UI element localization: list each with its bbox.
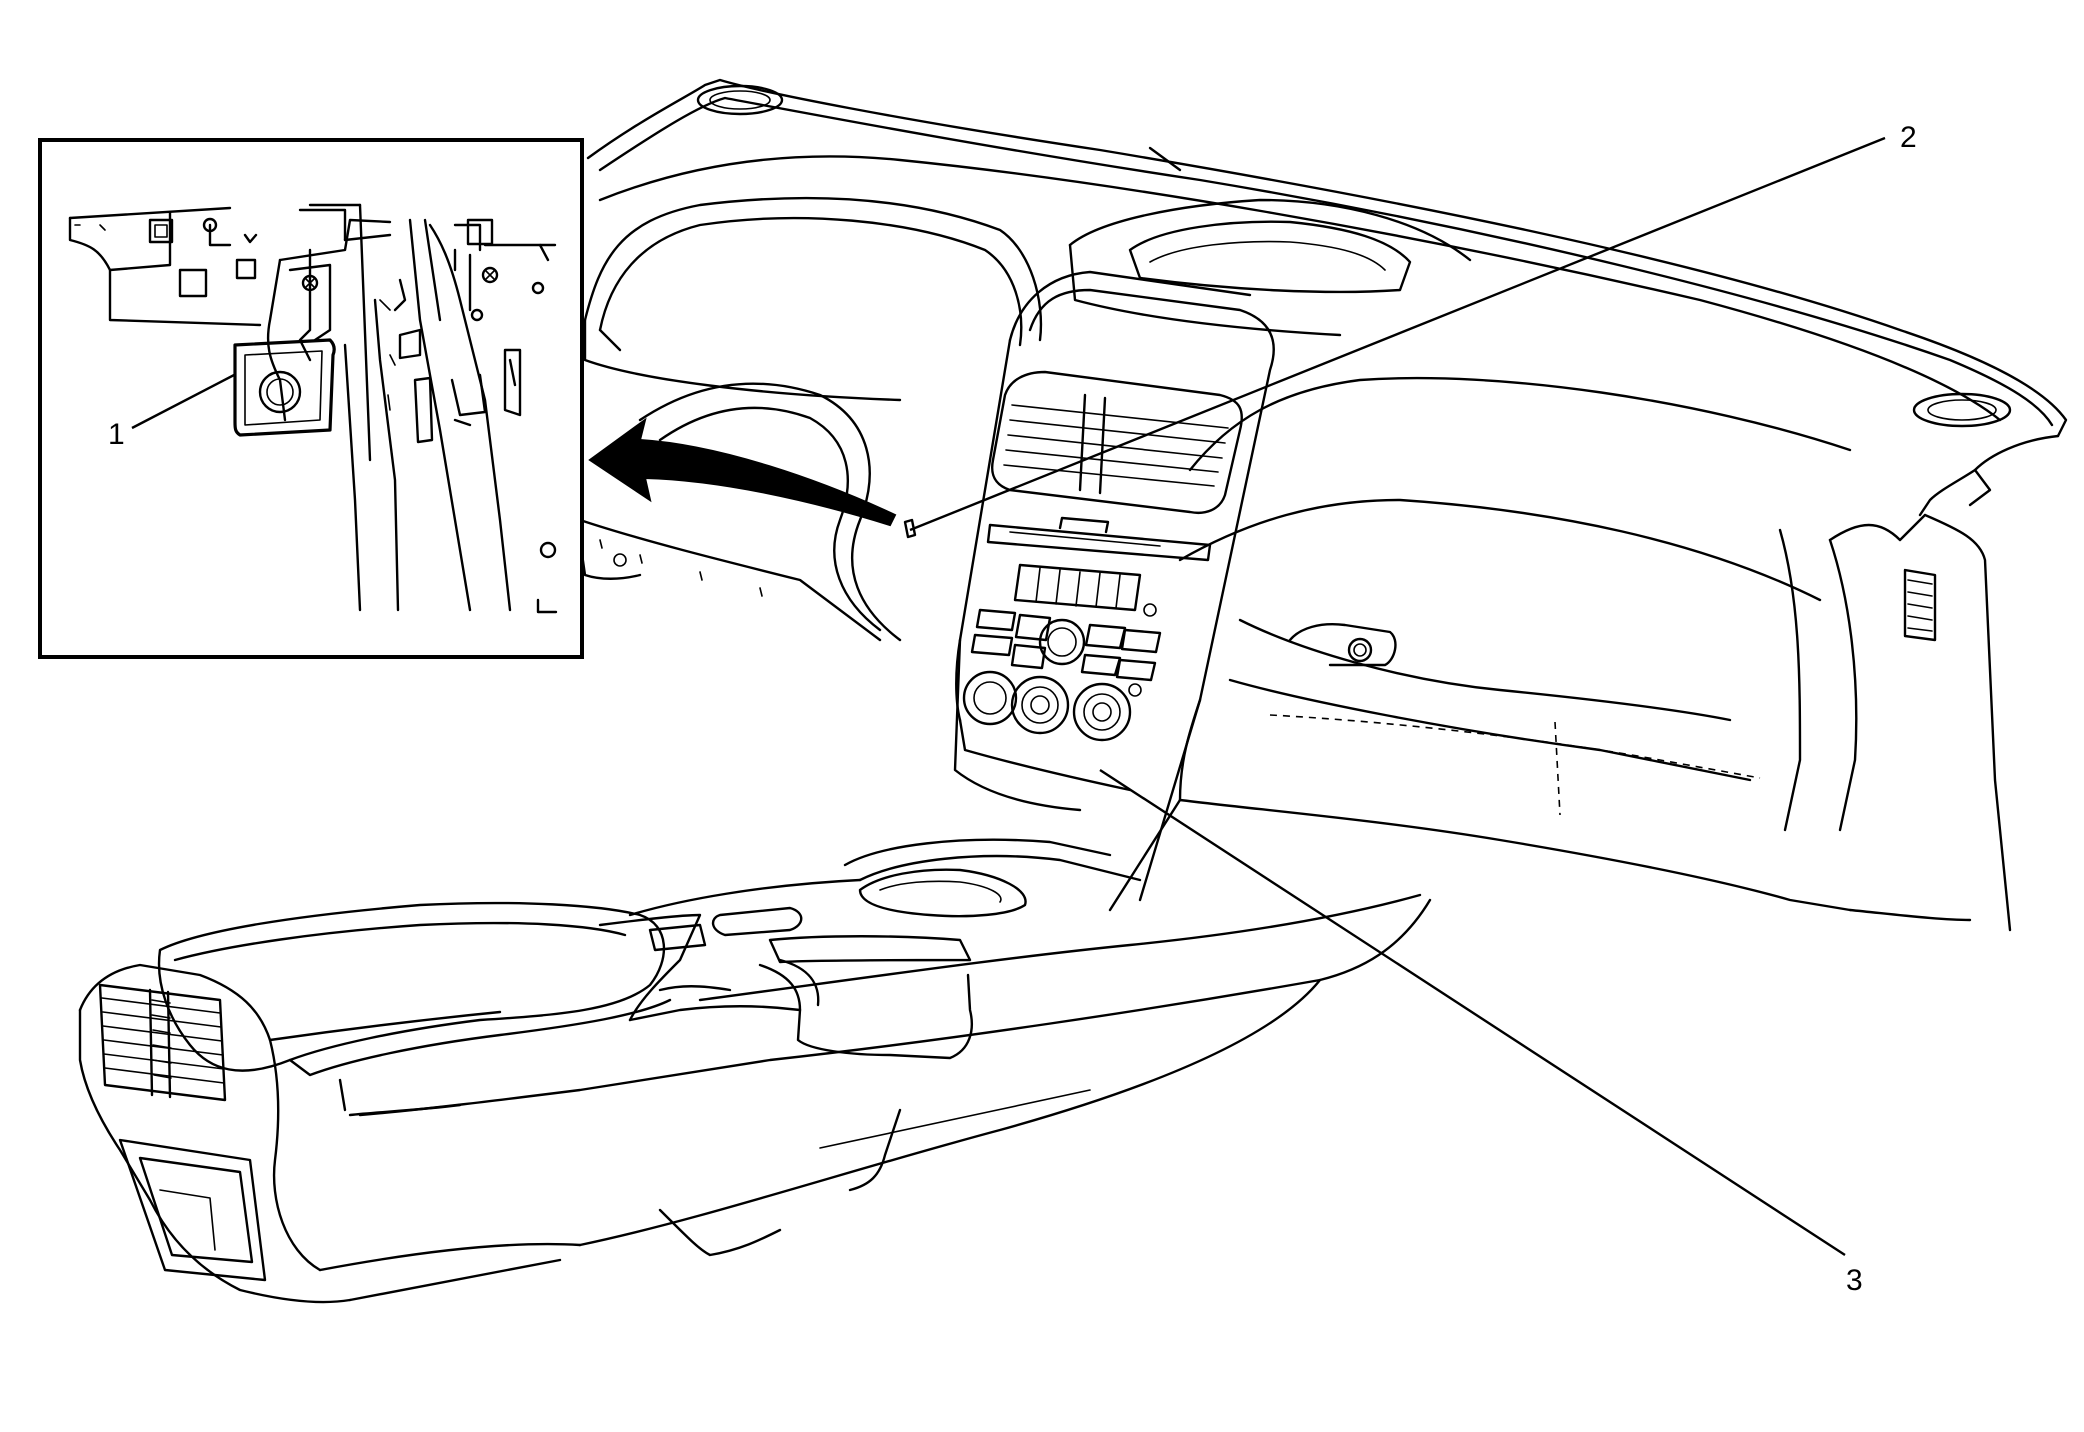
instrument-cluster [578, 196, 1043, 642]
center-console [358, 698, 1432, 1257]
leader-3 [1099, 768, 1846, 1257]
curved-arrow-icon [588, 417, 897, 527]
callout-label-1: 1 [108, 418, 125, 451]
right-dash [1178, 376, 1972, 922]
center-stack [953, 198, 1472, 812]
leader-1 [131, 372, 237, 430]
bracket-detail-inset [38, 138, 584, 659]
retainer-marker [903, 518, 917, 539]
dashboard-top [586, 78, 2068, 932]
leader-2 [909, 136, 1886, 532]
callout-label-3: 3 [1846, 1264, 1863, 1297]
callout-label-2: 2 [1900, 121, 1917, 154]
armrest-rear-console [78, 901, 672, 1304]
leader-lines [131, 136, 1886, 1257]
